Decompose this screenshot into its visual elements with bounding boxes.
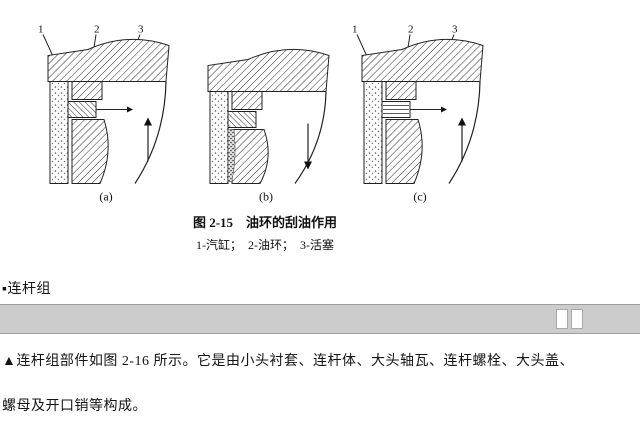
- paragraph-line-1: ▲连杆组部件如图 2-16 所示。它是由小头衬套、连杆体、大头轴瓦、连杆螺栓、大…: [2, 354, 575, 369]
- scraped-oil-film: [227, 129, 236, 182]
- sublabel-a: (a): [99, 190, 112, 204]
- page-break-marker: [556, 309, 568, 329]
- callout-3-label: 3: [138, 24, 144, 36]
- section-heading-connecting-rod-group: ▪连杆组: [2, 282, 51, 297]
- oil-ring-section: [227, 111, 257, 128]
- paragraph-line-2: 螺母及开口销等构成。: [2, 399, 147, 414]
- piston-skirt-section: [71, 119, 109, 184]
- diagram-b: (b): [207, 48, 330, 204]
- callout-3-label: 3: [452, 24, 458, 36]
- figure-2-15: 1 2 3 (a) (b) 1 2 3: [38, 24, 484, 252]
- cylinder-wall-section: [363, 81, 383, 184]
- ring-land-section: [71, 81, 103, 100]
- piston-skirt-section: [385, 119, 423, 184]
- callout-2-label: 2: [408, 24, 414, 36]
- ring-land-section: [231, 91, 263, 110]
- piston-outer-curve: [294, 91, 327, 184]
- ring-land-section: [385, 81, 417, 100]
- oil-ring-section: [67, 101, 97, 118]
- piston-crown-section: [361, 38, 484, 82]
- piston-crown-section: [207, 48, 330, 92]
- piston-skirt-section: [231, 129, 269, 184]
- piston-outer-curve: [448, 81, 481, 184]
- sublabel-c: (c): [413, 190, 426, 204]
- page-break-band: [0, 304, 640, 334]
- piston-outer-curve: [134, 81, 167, 184]
- callout-1-label: 1: [352, 24, 358, 36]
- figure-caption: 图 2-15 油环的刮油作用: [192, 215, 338, 230]
- diagram-a: 1 2 3 (a): [38, 24, 170, 204]
- cylinder-wall-section: [209, 91, 229, 184]
- piston-crown-section: [47, 38, 170, 82]
- callout-2-label: 2: [94, 24, 100, 36]
- cylinder-wall-section: [49, 81, 69, 184]
- page-break-marker: [571, 309, 583, 329]
- sublabel-b: (b): [259, 190, 273, 204]
- callout-1-label: 1: [38, 24, 44, 36]
- diagram-c: 1 2 3 (c): [352, 24, 484, 204]
- figure-legend: 1-汽缸； 2-油环； 3-活塞: [196, 238, 334, 252]
